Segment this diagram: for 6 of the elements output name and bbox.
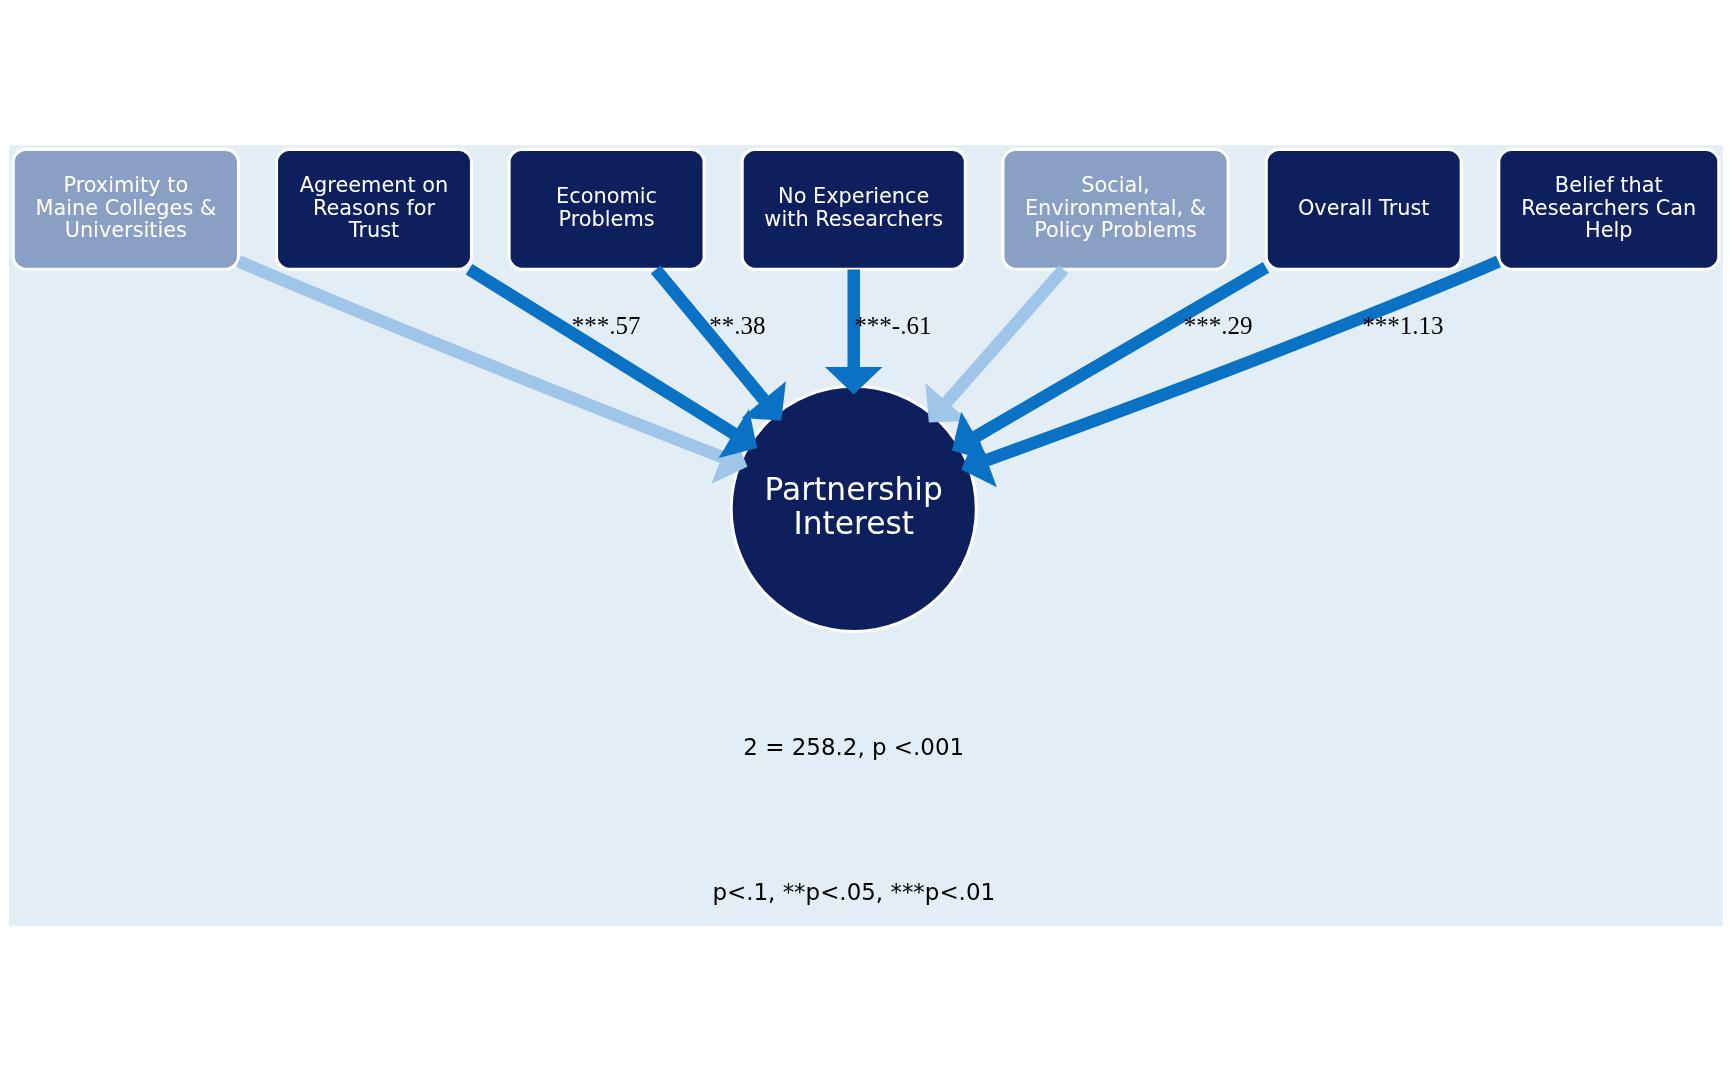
label: p<.1, **p<.05, ***p<.01 [711, 879, 995, 906]
edge-label: ***1.13 [1361, 312, 1443, 340]
label: 2 = 258.2, p <.001 [742, 734, 964, 761]
edge-label: ***.29 [1183, 312, 1253, 340]
edge-label: ***.57 [571, 312, 640, 340]
edge-label: **.38 [708, 312, 766, 340]
